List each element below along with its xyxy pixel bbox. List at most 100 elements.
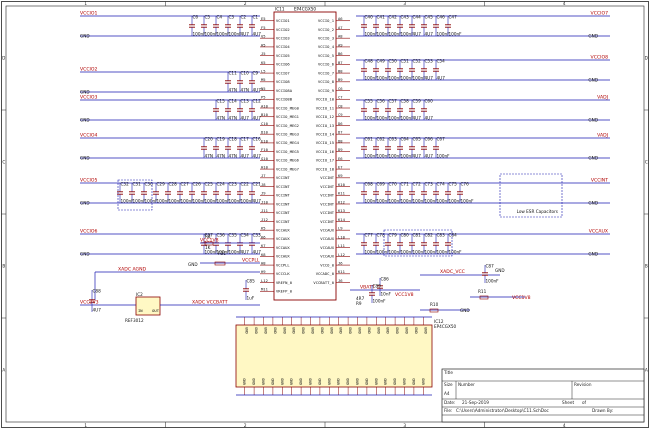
column-marker: 3 bbox=[403, 423, 406, 428]
capacitor-value: 100nF bbox=[401, 115, 415, 120]
column-marker: 3 bbox=[403, 1, 406, 6]
fpga-pin-number: J6 bbox=[338, 278, 343, 283]
capacitor-value: 100nF bbox=[365, 75, 379, 80]
capacitor-ref: C19 bbox=[217, 137, 226, 142]
capacitor-ref: C59 bbox=[413, 99, 422, 104]
resistor-ref: R10 bbox=[430, 302, 439, 307]
fpga-pin-name: VCCIO1 bbox=[276, 18, 290, 23]
bga-pin-name: GND bbox=[414, 327, 419, 335]
capacitor-value: 47N bbox=[205, 153, 213, 158]
fpga-pin-name: VCCIO_14 bbox=[316, 131, 335, 136]
fpga-pin-name: VCCIO_4 bbox=[318, 44, 335, 49]
fpga-pin-number: G5 bbox=[261, 34, 266, 39]
capacitor-value: 100nF bbox=[145, 198, 159, 203]
fpga-pin-name: VCCIO_11 bbox=[316, 105, 335, 110]
fpga-pin-name: VCCIO_5 bbox=[318, 53, 334, 58]
fpga-pin-name: VCCIO_MEG1 bbox=[276, 114, 300, 119]
fpga-pin-number: D7 bbox=[338, 130, 343, 135]
fpga-pin-number: K10 bbox=[338, 182, 346, 187]
fpga-pin-name: VCCIO4 bbox=[276, 44, 290, 49]
bga-pin-name: GND bbox=[367, 327, 372, 335]
fpga-pin-name: VCCIO_MEG6 bbox=[276, 158, 300, 163]
fpga-pin-name: VCCAUX bbox=[320, 236, 334, 241]
capacitor-value: 100nF bbox=[205, 198, 219, 203]
fpga-pin-number: M11 bbox=[261, 287, 269, 292]
capacitor-value: 47N bbox=[229, 153, 237, 158]
fpga-pin-number: D10 bbox=[261, 130, 269, 135]
column-marker: 4 bbox=[563, 1, 566, 6]
supply-net-label: VCCIO7 bbox=[591, 11, 609, 17]
capacitor-ref: C36 bbox=[217, 233, 226, 238]
fpga-pin-name: VCCIO_2 bbox=[318, 27, 334, 32]
net-label: VCC1V8 bbox=[512, 295, 531, 301]
low-esr-label: Low ESR Capacitors bbox=[517, 209, 558, 214]
fpga-pin-name: VCCIO_MEG5 bbox=[276, 149, 299, 154]
capacitor-value: 100nF bbox=[377, 31, 391, 36]
bga-pin-name: GND bbox=[345, 377, 350, 385]
fpga-pin-number: K8 bbox=[261, 252, 266, 257]
fpga-pin-number: H5 bbox=[261, 42, 266, 47]
capacitor-value: 100nF bbox=[425, 198, 439, 203]
fpga-pin-number: C10 bbox=[261, 121, 269, 126]
fpga-ref: IC11 bbox=[275, 7, 285, 12]
capacitor-ref: C52 bbox=[413, 59, 422, 64]
fpga-pin-number: B9 bbox=[338, 77, 343, 82]
right-decoupling-bank: VCCIO7C40100nFC41100nFC42100nFC43100nFC4… bbox=[356, 11, 610, 39]
fpga-pin-name: VCCAUX bbox=[276, 245, 290, 250]
bga-pin-name: GND bbox=[317, 377, 322, 385]
gnd-label: GND bbox=[588, 201, 598, 206]
fpga-pin-name: VREFP_0 bbox=[276, 289, 293, 294]
supply-net-label: VCCIO3 bbox=[80, 95, 98, 101]
capacitor-ref: C23 bbox=[229, 182, 238, 187]
fpga-pin-name: VCCAUX bbox=[320, 245, 334, 250]
capacitor-ref: C61 bbox=[365, 137, 374, 142]
capacitor-value: 100nF bbox=[389, 198, 403, 203]
capacitor-value: 100nF bbox=[365, 115, 379, 120]
bga-pin-name: GND bbox=[282, 327, 287, 335]
capacitor-ref: C21 bbox=[253, 182, 262, 187]
capacitor-value: 4U7 bbox=[253, 153, 262, 158]
capacitor-ref: C76 bbox=[461, 182, 470, 187]
highlight-box bbox=[383, 229, 453, 257]
capacitor-value: 100nF bbox=[377, 75, 391, 80]
capacitor-ref: C67 bbox=[437, 137, 446, 142]
fpga-pin-name: VCCCLK bbox=[276, 271, 290, 276]
fpga-pin-name: VCCAUX bbox=[320, 254, 334, 259]
fpga-pin-number: H9 bbox=[261, 269, 266, 274]
capacitor-value: 4U7 bbox=[437, 75, 446, 80]
fpga-pin-name: VCCIO_17 bbox=[316, 158, 334, 163]
capacitor-ref: C34 bbox=[241, 233, 250, 238]
capacitor-value: 4U7 bbox=[253, 198, 262, 203]
capacitor-ref: C11 bbox=[229, 71, 238, 76]
regulator-part: REF3012 bbox=[125, 318, 144, 323]
capacitor-value: 4U7 bbox=[425, 153, 434, 158]
size-label: Size bbox=[444, 382, 453, 387]
capacitor-ref: C12 bbox=[253, 99, 262, 104]
bga-pin-name: GND bbox=[254, 327, 259, 335]
capacitor-ref: C51 bbox=[401, 59, 410, 64]
fpga-pin-name: VCCINT bbox=[320, 193, 334, 198]
row-marker: D bbox=[645, 56, 648, 61]
resistor-r11 bbox=[479, 295, 489, 300]
capacitor-ref: C77 bbox=[365, 233, 374, 238]
capacitor-ref: C53 bbox=[425, 59, 434, 64]
gnd-label: GND bbox=[588, 252, 598, 257]
capacitor-ref: C13 bbox=[241, 99, 250, 104]
capacitor-value: 47N bbox=[229, 87, 237, 92]
